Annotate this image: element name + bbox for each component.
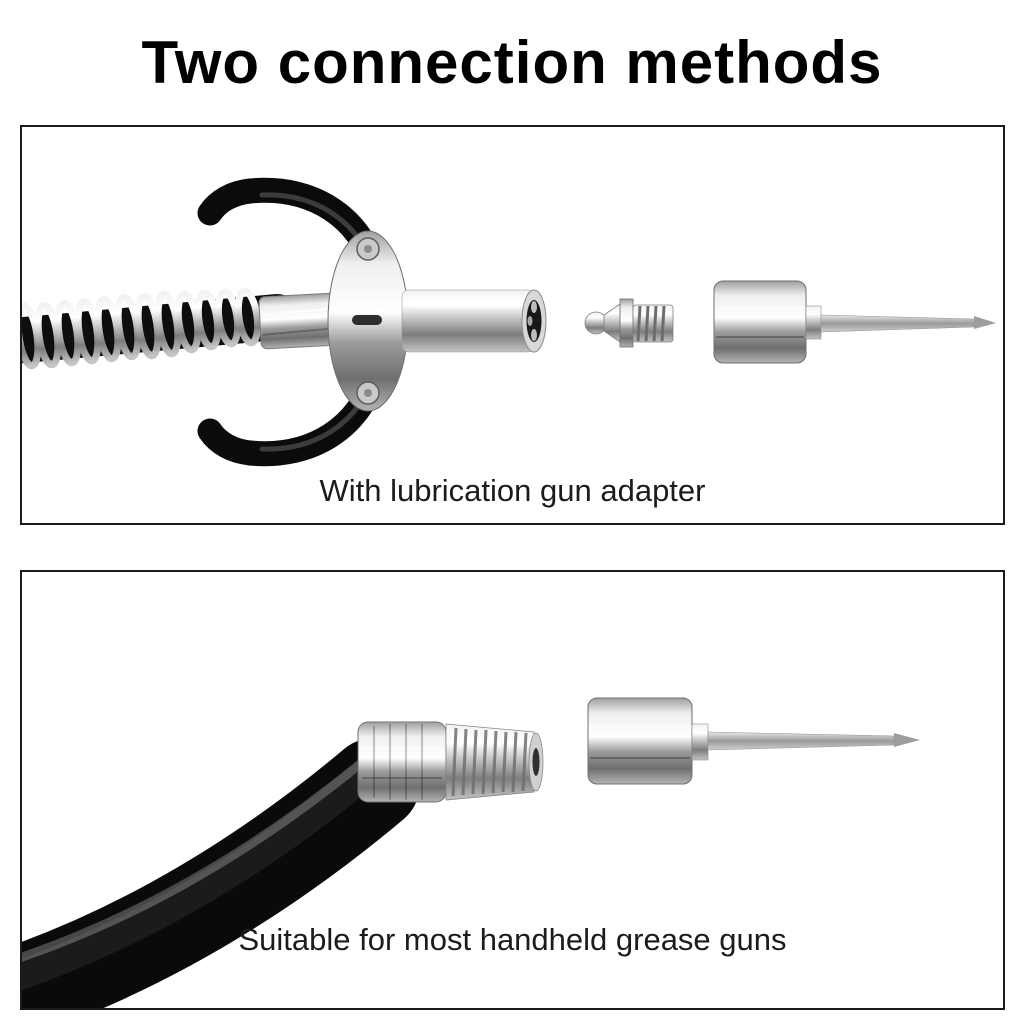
rubber-hose — [22, 738, 420, 1008]
coupler-hex-collar — [258, 292, 340, 350]
hose-adapter-photo — [22, 697, 920, 1008]
panel-caption: Suitable for most handheld grease guns — [238, 922, 787, 957]
threaded-fitting — [357, 721, 544, 803]
connection-method-panel-top: With lubrication gun adapter — [20, 125, 1005, 525]
coupler-release-plate — [327, 230, 409, 412]
spring-hose — [22, 287, 300, 370]
needle-adapter — [587, 697, 920, 785]
panel-caption: With lubrication gun adapter — [319, 473, 706, 508]
grease-zerk-fitting — [584, 298, 674, 348]
page-title: Two connection methods — [141, 29, 883, 96]
coupler-barrel — [401, 289, 547, 353]
needle-adapter — [713, 280, 996, 364]
connection-method-panel-bottom: Suitable for most handheld grease guns — [20, 570, 1005, 1010]
coupler-adapter-photo — [22, 177, 996, 467]
